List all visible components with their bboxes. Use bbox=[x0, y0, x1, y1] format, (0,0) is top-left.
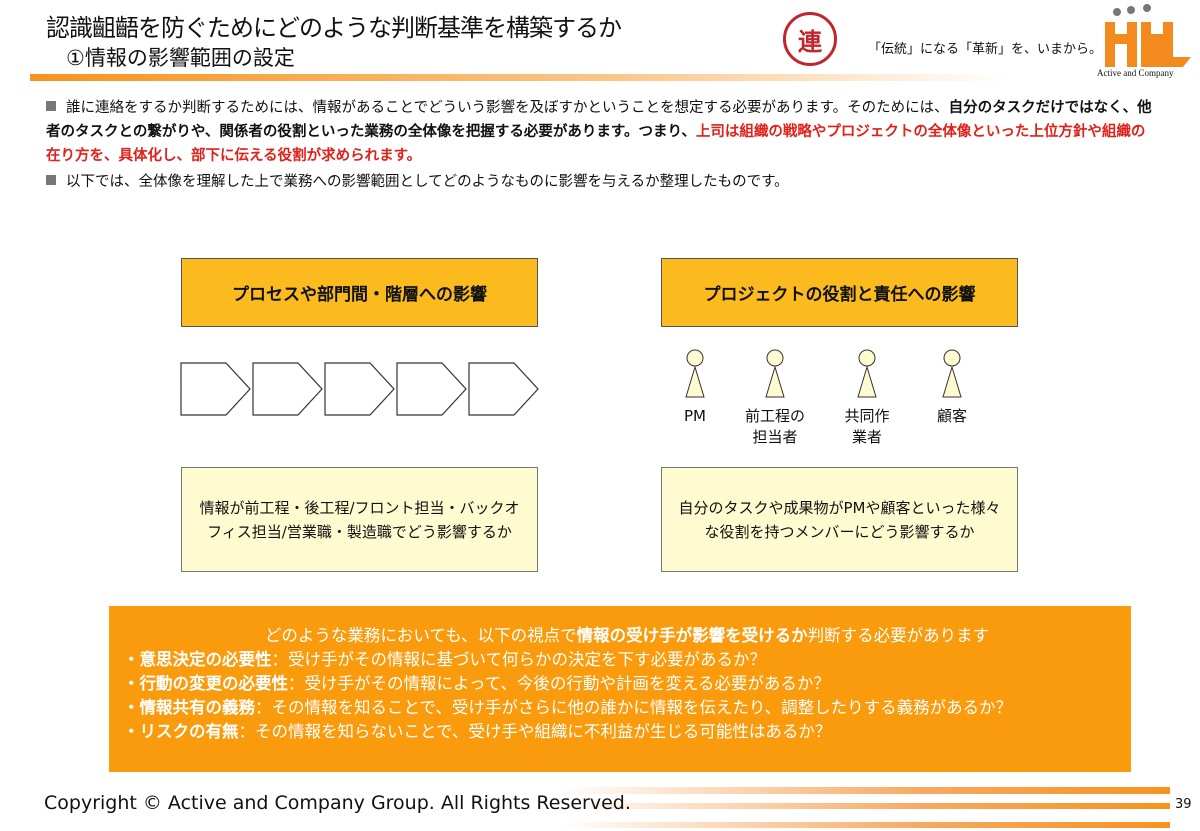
item-value: ：受け手がその情報によって、今後の行動や計画を変える必要があるか？ bbox=[288, 674, 830, 693]
intro-bold: 情報の受け手が影響を受けるか bbox=[576, 626, 808, 645]
left-desc-box: 情報が前工程・後工程/フロント担当・バックオフィス担当/営業職・製造職でどう影響… bbox=[181, 467, 538, 572]
person-icon bbox=[685, 349, 705, 398]
process-arrow-icon bbox=[180, 362, 251, 416]
person-label: 顧客 bbox=[936, 407, 967, 425]
intro-text: どのような業務においても、以下の視点で bbox=[264, 626, 577, 645]
person-label: 前工程の担当者 bbox=[745, 407, 806, 446]
person-icon bbox=[942, 349, 962, 398]
person-customer: 顧客 bbox=[912, 348, 992, 427]
item-key: ・リスクの有無 bbox=[123, 722, 239, 741]
page-number: 39 bbox=[1175, 797, 1192, 812]
summary-item: ・リスクの有無：その情報を知らないことで、受け手や組織に不利益が生じる可能性はあ… bbox=[123, 720, 1131, 744]
ren-badge: 連 bbox=[783, 12, 837, 66]
right-desc-box: 自分のタスクや成果物がPMや顧客といった様々な役割を持つメンバーにどう影響するか bbox=[661, 467, 1018, 572]
process-arrow-icon bbox=[396, 362, 467, 416]
footer-stripe bbox=[560, 787, 1170, 794]
bullet-1: 誰に連絡をするか判断するためには、情報があることでどういう影響を及ぼすかというこ… bbox=[46, 96, 1156, 168]
person-pm: PM bbox=[655, 348, 735, 427]
item-value: ：その情報を知ることで、受け手がさらに他の誰かに情報を伝えたり、調整したりする義… bbox=[255, 698, 1013, 717]
people-row: PM 前工程の担当者 共同作業者 顧客 bbox=[655, 348, 1015, 458]
summary-box: どのような業務においても、以下の視点で情報の受け手が影響を受けるか判断する必要が… bbox=[109, 606, 1131, 772]
header-bar bbox=[30, 74, 1010, 81]
item-key: ・意思決定の必要性 bbox=[123, 650, 272, 669]
right-header-box: プロジェクトの役割と責任への影響 bbox=[661, 258, 1018, 327]
summary-item: ・行動の変更の必要性：受け手がその情報によって、今後の行動や計画を変える必要があ… bbox=[123, 672, 1131, 696]
bullet-bold-text: 自分のタスクだけではなく、他者のタスクとの繋がりや、関係者の役割といった業務の全… bbox=[46, 100, 1152, 140]
process-arrow-icon bbox=[324, 362, 395, 416]
person-label: 共同作業者 bbox=[844, 407, 890, 446]
item-key: ・行動の変更の必要性 bbox=[123, 674, 288, 693]
person-icon bbox=[765, 349, 785, 398]
person-icon bbox=[857, 349, 877, 398]
left-header-box: プロセスや部門間・階層への影響 bbox=[181, 258, 538, 327]
tagline: 「伝統」になる「革新」を、いまから。 bbox=[868, 42, 1103, 57]
person-upstream: 前工程の担当者 bbox=[735, 348, 815, 448]
process-arrow-icon bbox=[468, 362, 539, 416]
bullet-text: 誰に連絡をするか判断するためには、情報があることでどういう影響を及ぼすかというこ… bbox=[66, 100, 949, 116]
person-coworker: 共同作業者 bbox=[827, 348, 907, 448]
company-logo-icon bbox=[1105, 4, 1191, 67]
person-label: PM bbox=[684, 407, 706, 425]
summary-item: ・意思決定の必要性：受け手がその情報に基づいて何らかの決定を下す必要があるか？ bbox=[123, 648, 1131, 672]
process-arrow-icon bbox=[252, 362, 323, 416]
item-value: ：その情報を知らないことで、受け手や組織に不利益が生じる可能性はあるか？ bbox=[238, 722, 832, 741]
footer-stripe bbox=[560, 822, 1170, 828]
page-title: 認識齟齬を防ぐためにどのような判断基準を構築するか bbox=[46, 14, 622, 42]
summary-item: ・情報共有の義務：その情報を知ることで、受け手がさらに他の誰かに情報を伝えたり、… bbox=[123, 696, 1131, 720]
copyright: Copyright © Active and Company Group. Al… bbox=[44, 792, 631, 814]
bullet-square-icon bbox=[46, 175, 56, 185]
item-key: ・情報共有の義務 bbox=[123, 698, 255, 717]
page-subtitle: ①情報の影響範囲の設定 bbox=[66, 46, 295, 70]
process-arrows bbox=[180, 362, 539, 416]
intro-text: 判断する必要があります bbox=[807, 626, 990, 645]
item-value: ：受け手がその情報に基づいて何らかの決定を下す必要があるか？ bbox=[271, 650, 767, 669]
bullet-square-icon bbox=[46, 101, 56, 111]
footer-stripe bbox=[560, 803, 1170, 809]
bullet-text: 以下では、全体像を理解した上で業務への影響範囲としてどのようなものに影響を与える… bbox=[66, 174, 789, 190]
bullet-2: 以下では、全体像を理解した上で業務への影響範囲としてどのようなものに影響を与える… bbox=[46, 170, 1156, 194]
summary-intro: どのような業務においても、以下の視点で情報の受け手が影響を受けるか判断する必要が… bbox=[123, 624, 1131, 648]
logo-text: Active and Company bbox=[1097, 68, 1174, 78]
bullet-red-text: 上司は組織の戦略やプロジェクトの全体像といった上位方針や組織の在り方を、具体化し… bbox=[46, 124, 1146, 164]
